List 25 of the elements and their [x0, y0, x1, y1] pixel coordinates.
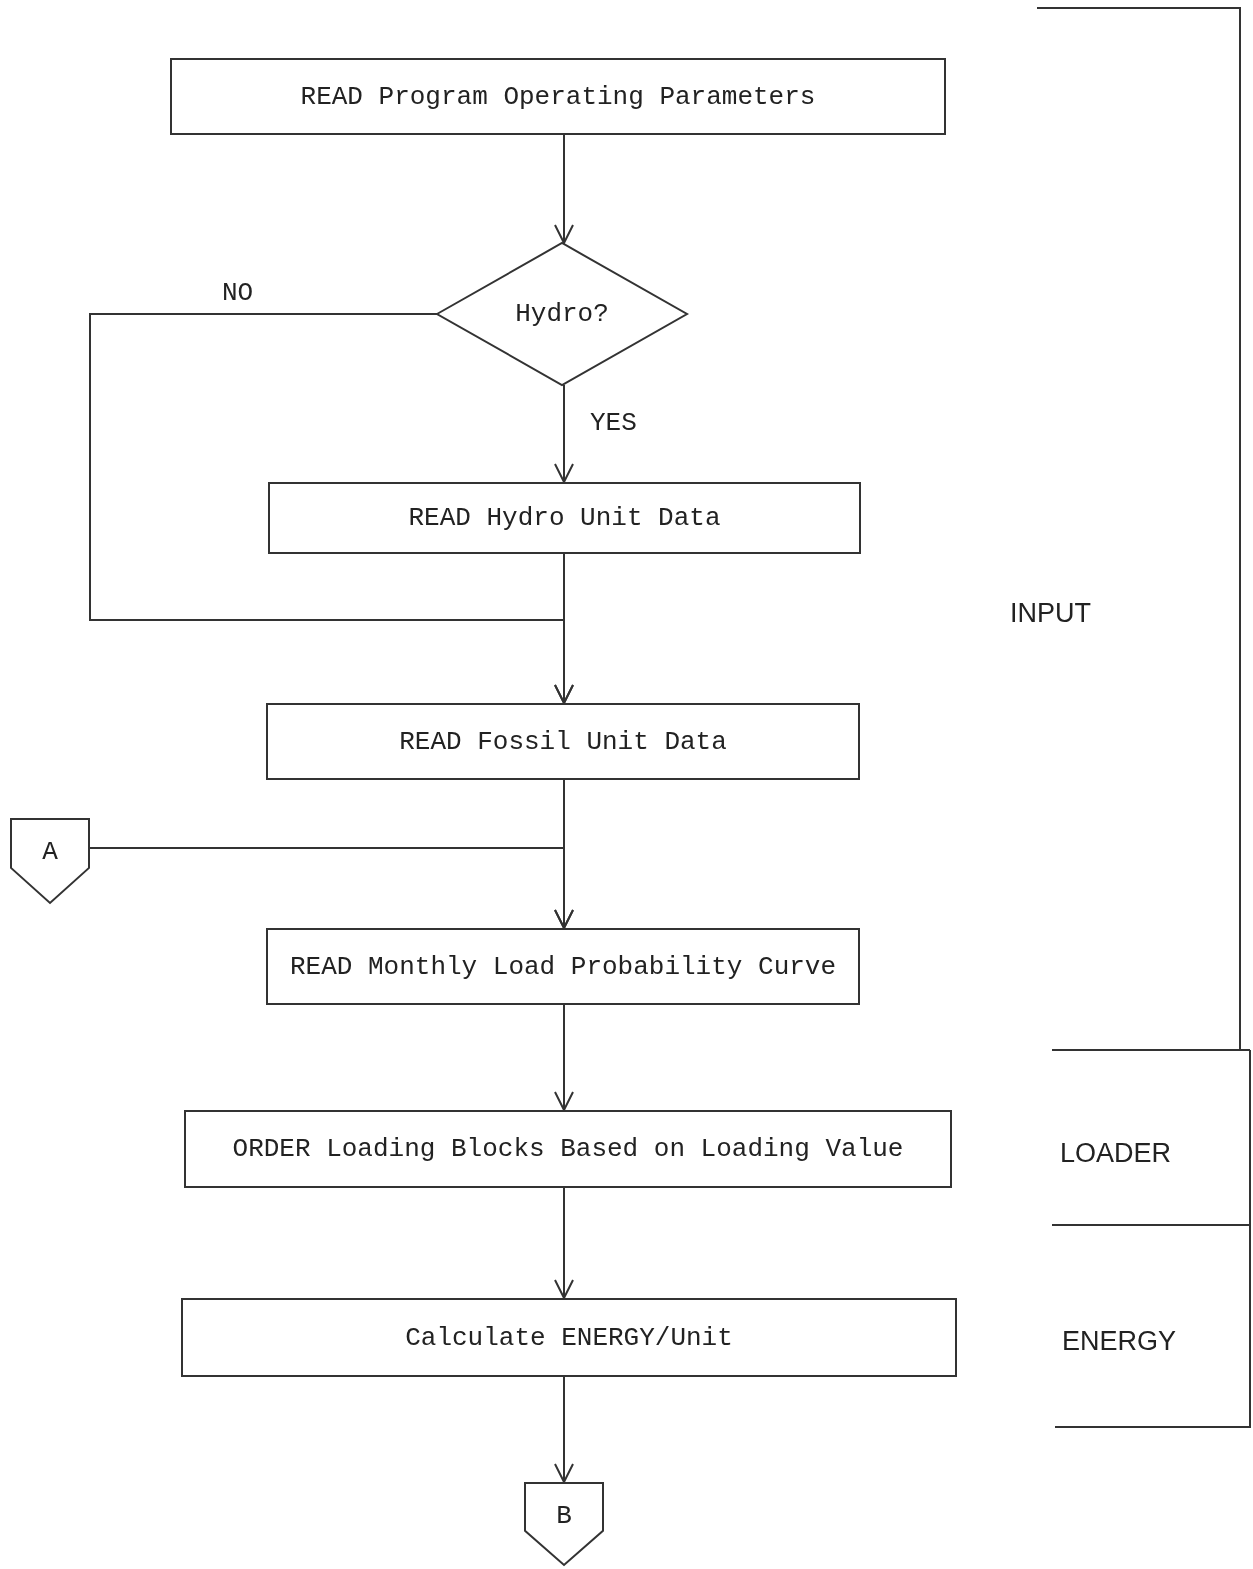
arrow [554, 553, 574, 704]
arrow [554, 134, 574, 244]
section-label: ENERGY [1062, 1326, 1177, 1357]
process-box [266, 703, 860, 780]
node-label: READ Program Operating Parameters [300, 81, 816, 112]
arrow [554, 1187, 574, 1299]
node-label: ORDER Loading Blocks Based on Loading Value [232, 1134, 904, 1164]
arrow [89, 847, 574, 929]
process-box [268, 482, 861, 554]
section-label: LOADER [1060, 1138, 1172, 1169]
node-label: READ Hydro Unit Data [408, 503, 721, 533]
node-label: READ Fossil Unit Data [399, 726, 727, 757]
process-box [266, 928, 860, 1005]
node-label: B [556, 1500, 572, 1531]
arrow [554, 1004, 574, 1111]
section-label: INPUT [1010, 598, 1091, 629]
arrow [554, 1376, 574, 1483]
process-box [170, 58, 946, 135]
node-label: A [42, 837, 58, 868]
node-label: Hydro? [515, 299, 609, 329]
process-box [181, 1298, 957, 1377]
arrow [554, 384, 574, 483]
process-box [184, 1110, 952, 1188]
node-label: Calculate ENERGY/Unit [405, 1322, 733, 1353]
node-label: READ Monthly Load Probability Curve [289, 951, 837, 982]
